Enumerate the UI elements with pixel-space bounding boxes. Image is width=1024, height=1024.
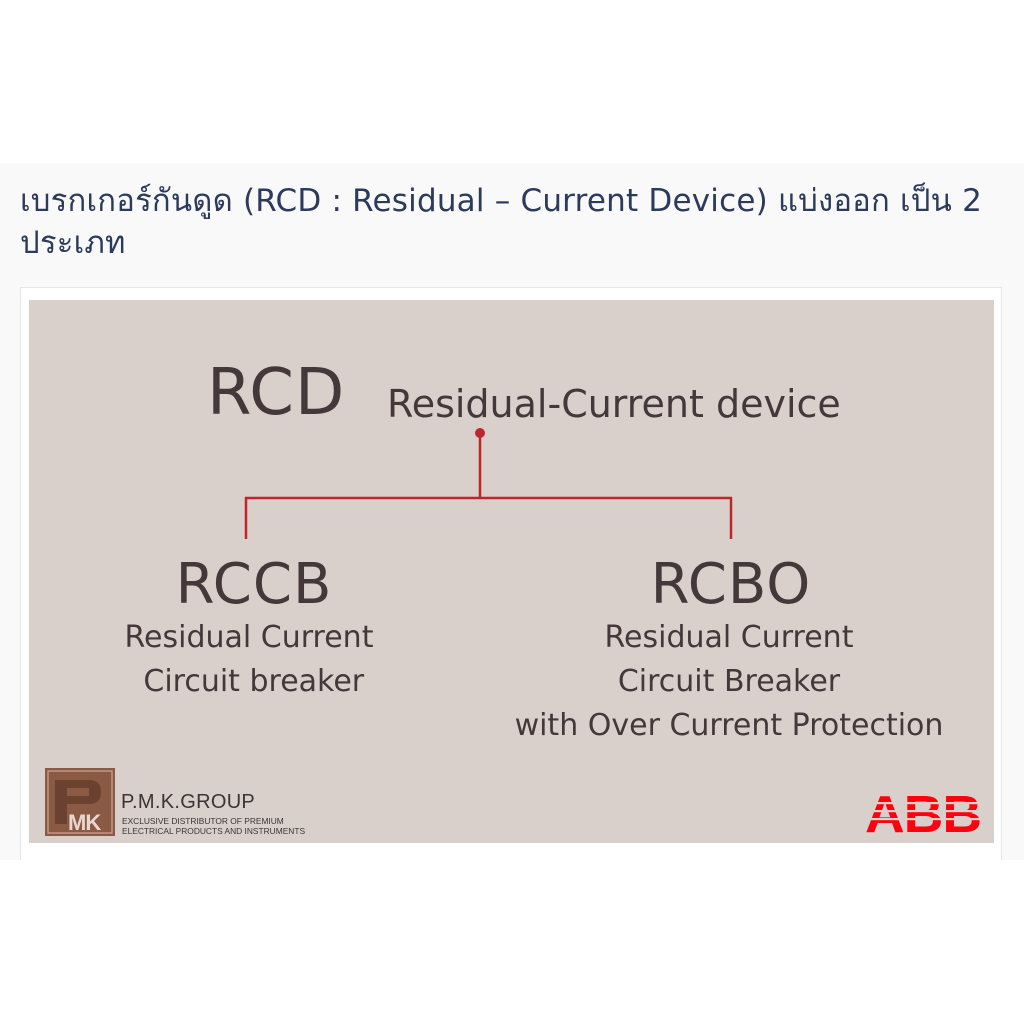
company-tagline-line: ELECTRICAL PRODUCTS AND INSTRUMENTS xyxy=(122,826,306,836)
rcbo-description-line: Circuit Breaker xyxy=(617,664,841,699)
svg-text:MK: MK xyxy=(68,810,101,835)
abb-logo: ABB xyxy=(865,788,983,836)
rcd-abbreviation: RCD xyxy=(207,356,346,430)
rccb-description-line: Residual Current xyxy=(124,620,374,655)
rccb-description-line: Circuit breaker xyxy=(133,664,365,699)
tree-connector xyxy=(244,428,733,539)
article-heading: เบรกเกอร์กันดูด (RCD : Residual – Curren… xyxy=(20,183,983,261)
rccb-description: Residual Current Circuit breaker xyxy=(0,616,509,704)
rccb-abbreviation: RCCB xyxy=(175,552,333,617)
rcbo-abbreviation: RCBO xyxy=(650,552,812,617)
company-name: P.M.K.GROUP xyxy=(121,791,256,813)
rcbo-description-line: with Over Current Protection xyxy=(514,708,944,743)
rcd-full-name: Residual-Current device xyxy=(387,382,841,426)
pmk-logo: MK xyxy=(45,768,115,836)
company-tagline-line: EXCLUSIVE DISTRIBUTOR OF PREMIUM xyxy=(122,816,284,826)
rcbo-description: Residual Current Circuit Breaker with Ov… xyxy=(469,616,989,748)
rcbo-description-line: Residual Current xyxy=(604,620,854,655)
rcd-diagram: RCD Residual-Current device RCCB Residua… xyxy=(29,300,994,843)
company-tagline: EXCLUSIVE DISTRIBUTOR OF PREMIUM ELECTRI… xyxy=(122,816,305,836)
